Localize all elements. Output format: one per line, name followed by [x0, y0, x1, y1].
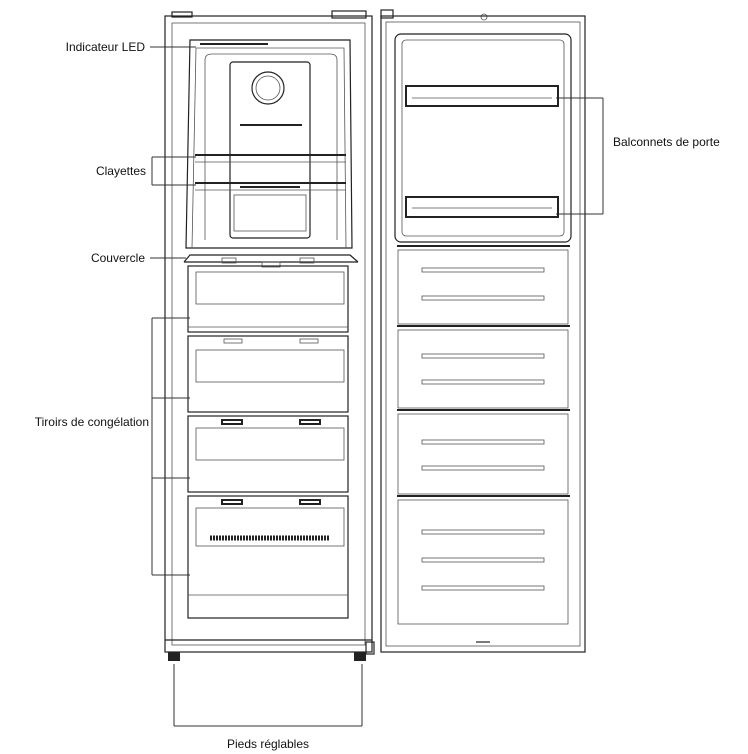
label-led-indicator: Indicateur LED: [66, 40, 146, 54]
label-lid: Couvercle: [91, 251, 145, 265]
freezer-cabinet: [164, 10, 375, 661]
freezer-door: [380, 9, 586, 653]
callout-door-balconies: Balconnets de porte: [556, 97, 720, 215]
label-door-balconies: Balconnets de porte: [613, 135, 720, 149]
label-shelves: Clayettes: [96, 164, 146, 178]
callout-shelves: Clayettes: [96, 156, 196, 186]
label-freezer-drawers: Tiroirs de congélation: [35, 415, 149, 429]
callout-adjustable-feet: Pieds réglables: [173, 664, 363, 751]
callout-lid: Couvercle: [91, 251, 186, 265]
callout-freezer-drawers: Tiroirs de congélation: [35, 317, 190, 576]
callout-led: Indicateur LED: [66, 40, 196, 54]
label-adjustable-feet: Pieds réglables: [227, 737, 309, 751]
